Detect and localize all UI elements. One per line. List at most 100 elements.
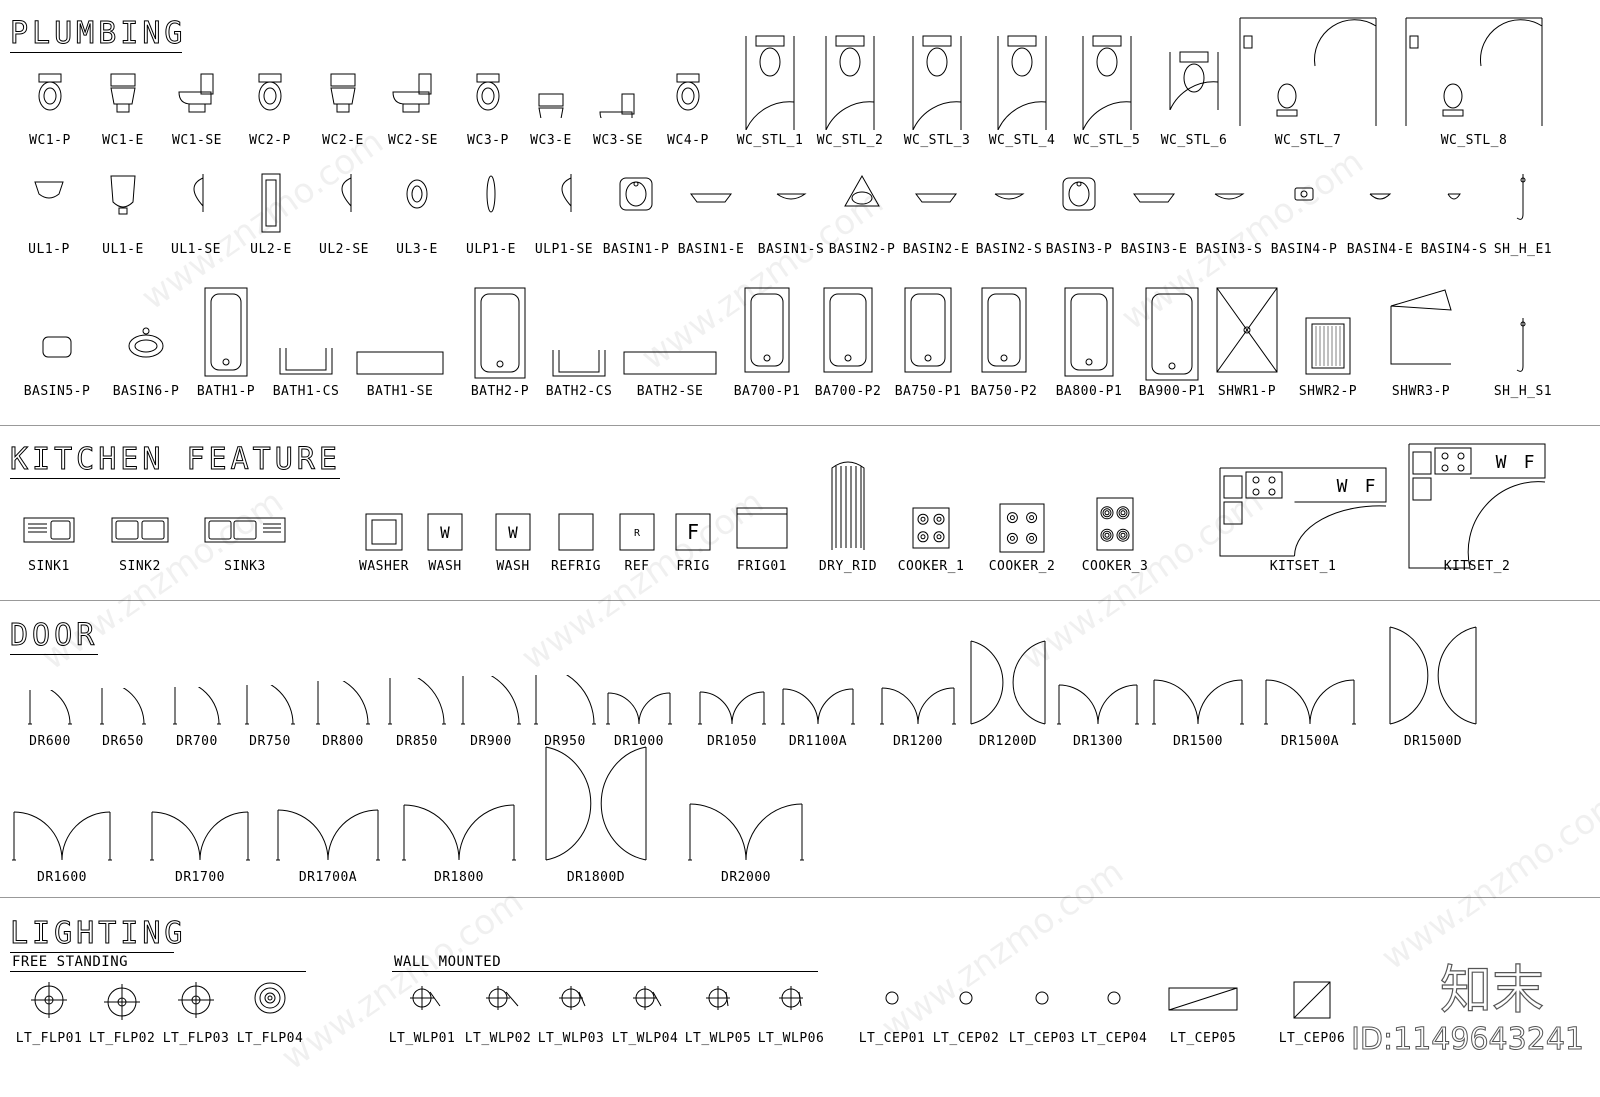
symbol-label: DR650 <box>102 734 144 749</box>
section-title-kitchen: KITCHEN FEATURE <box>10 442 341 478</box>
symbol-label: LT_FLP02 <box>88 1031 156 1046</box>
symbol-label: WC_STL_6 <box>1160 133 1228 148</box>
symbol-label: DR1300 <box>1073 734 1123 749</box>
symbol-label: REFRIG <box>551 559 601 574</box>
symbol-label: BASIN1-E <box>677 242 745 257</box>
door-swing-icon <box>534 675 596 725</box>
fridge-wide-icon <box>736 507 788 549</box>
symbol-label: LT_CEP06 <box>1278 1031 1346 1046</box>
basin-corner-icon <box>844 174 880 207</box>
bath-plan-icon <box>981 287 1027 373</box>
wc-stall-icon <box>1082 35 1132 130</box>
symbol-label: WC1-E <box>102 133 144 148</box>
symbol-label: DR1500A <box>1280 734 1340 749</box>
symbol-label: DR1100A <box>788 734 848 749</box>
floor-lamp-icon <box>178 982 214 1018</box>
door-swing-icon <box>698 691 766 725</box>
door-swing-icon <box>606 692 672 725</box>
subtitle-underline <box>10 971 306 972</box>
symbol-label: DR850 <box>396 734 438 749</box>
wc-stall-icon <box>825 35 875 130</box>
symbol-label: WC4-P <box>667 133 709 148</box>
wc-plan-icon <box>258 73 282 111</box>
bath-plan-icon <box>474 287 526 379</box>
svg-text:F: F <box>1524 452 1535 473</box>
symbol-label: BATH2-SE <box>636 384 704 399</box>
wc-elevation-icon <box>110 73 136 113</box>
door-swing-icon <box>970 640 1046 725</box>
symbol-label: DR1200 <box>893 734 943 749</box>
floor-lamp-ornate-icon <box>254 982 286 1014</box>
dryrack-icon <box>831 461 865 550</box>
cooker-ornate-icon <box>1096 497 1134 551</box>
wall-lamp-icon <box>559 986 586 1010</box>
symbol-label: LT_CEP05 <box>1169 1031 1237 1046</box>
svg-text:W: W <box>1337 476 1348 497</box>
symbol-label: BA750-P1 <box>894 384 962 399</box>
symbol-label: WC3-SE <box>593 133 643 148</box>
bath-section-icon <box>279 348 333 375</box>
symbol-label: DR950 <box>544 734 586 749</box>
symbol-label: WC_STL_7 <box>1274 133 1342 148</box>
door-swing-icon <box>402 804 516 861</box>
title-underline <box>10 952 174 953</box>
symbol-label: COOKER_1 <box>897 559 965 574</box>
urinal-elevation-icon <box>110 175 136 215</box>
symbol-label: BASIN4-P <box>1270 242 1338 257</box>
door-swing-icon <box>1389 626 1477 725</box>
basin-ornate-icon <box>128 327 164 358</box>
symbol-label: DR1700 <box>175 870 225 885</box>
symbol-label: LT_FLP03 <box>162 1031 230 1046</box>
floor-lamp-icon <box>104 984 140 1020</box>
basin-side-icon <box>994 193 1025 200</box>
wc-side-icon <box>178 73 214 113</box>
bath-plan-icon <box>1064 287 1114 377</box>
symbol-label: WASH <box>496 559 530 574</box>
shower-screen-icon <box>1390 289 1452 365</box>
symbol-label: BATH2-P <box>470 384 530 399</box>
symbol-label: UL2-E <box>250 242 292 257</box>
symbol-label: SINK3 <box>224 559 266 574</box>
basin-rect-icon <box>42 336 72 358</box>
symbol-label: BA750-P2 <box>970 384 1038 399</box>
door-swing-icon <box>150 811 250 861</box>
svg-text:W: W <box>1496 452 1507 473</box>
bath-plan-icon <box>823 287 873 373</box>
symbol-label: WC1-SE <box>172 133 222 148</box>
symbol-label: BA900-P1 <box>1138 384 1206 399</box>
symbol-label: BASIN2-S <box>975 242 1043 257</box>
symbol-label: SHWR3-P <box>1391 384 1451 399</box>
symbol-label: LT_FLP01 <box>15 1031 83 1046</box>
symbol-label: KITSET_1 <box>1269 559 1337 574</box>
symbol-label: SHWR1-P <box>1217 384 1277 399</box>
subtitle-free-standing: FREE STANDING <box>12 954 129 970</box>
symbol-label: KITSET_2 <box>1443 559 1511 574</box>
symbol-label: UL2-SE <box>319 242 369 257</box>
door-swing-icon <box>173 687 221 725</box>
wc-plan-icon <box>676 73 700 111</box>
symbol-label: COOKER_3 <box>1081 559 1149 574</box>
symbol-label: DR1700A <box>298 870 358 885</box>
section-divider <box>0 600 1600 601</box>
wash-w-icon: W <box>427 513 463 551</box>
symbol-label: BASIN3-S <box>1195 242 1263 257</box>
ceiling-lamp-icon <box>1107 991 1121 1005</box>
wall-lamp-icon <box>633 986 662 1010</box>
door-swing-icon <box>388 678 446 725</box>
door-swing-icon <box>12 811 112 861</box>
cooker-icon <box>912 507 950 549</box>
symbol-label: DRY_RID <box>818 559 878 574</box>
wc-room-icon <box>1239 17 1377 126</box>
basin-elevation-icon <box>915 193 957 203</box>
symbol-label: DR700 <box>176 734 218 749</box>
watermark-id: ID:1149643241 <box>1351 1022 1585 1058</box>
fridge-f-icon: F <box>675 513 711 551</box>
svg-text:W: W <box>508 523 518 542</box>
svg-text:W: W <box>440 523 450 542</box>
symbol-label: FRIG01 <box>737 559 787 574</box>
door-swing-icon <box>316 681 370 725</box>
symbol-label: DR2000 <box>721 870 771 885</box>
section-divider <box>0 425 1600 426</box>
door-swing-icon <box>1152 679 1244 725</box>
